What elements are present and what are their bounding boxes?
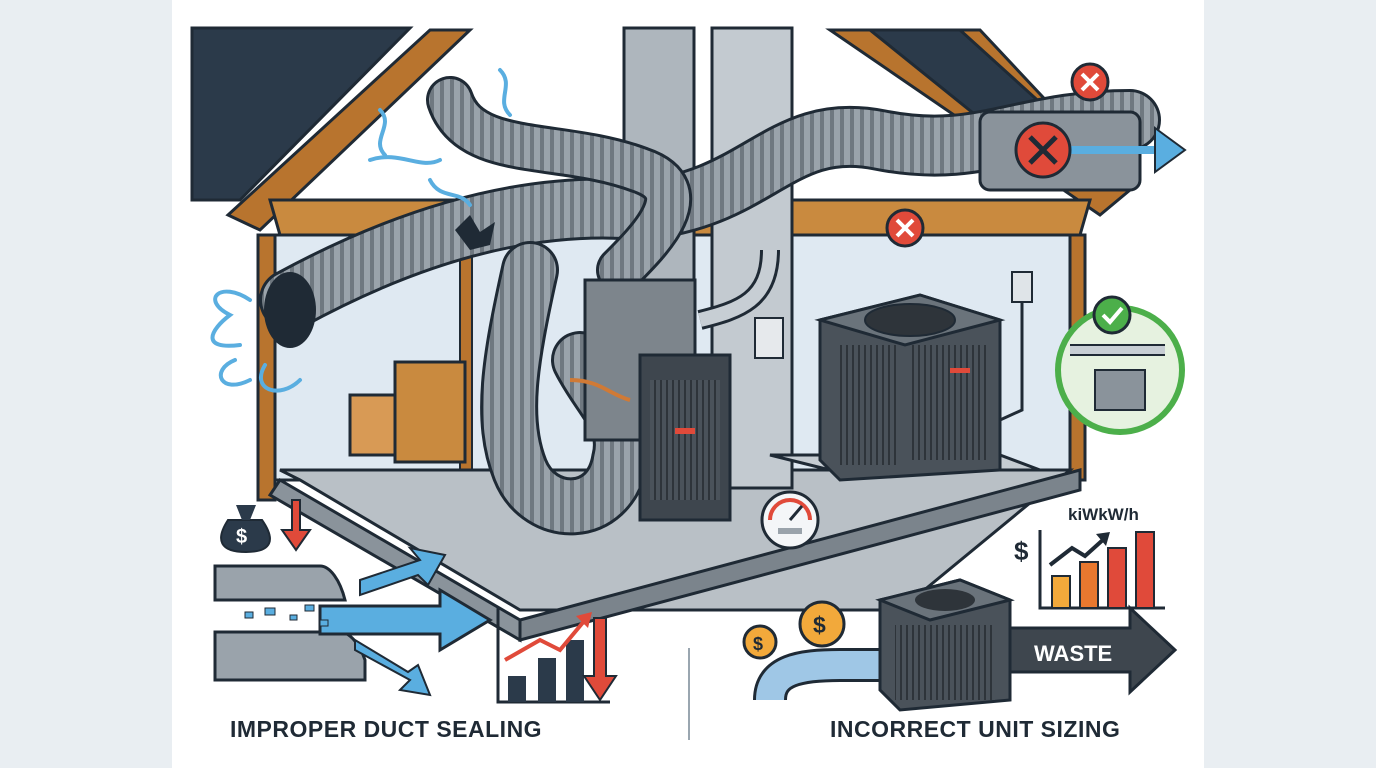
energy-cost-chart-left (496, 608, 618, 704)
storage-boxes (348, 360, 467, 464)
energy-cost-chart-right: kiWkW/h $ (1014, 505, 1165, 610)
furnace (569, 249, 784, 522)
oversized-unit-graphic: WASTE (753, 578, 1178, 712)
air-leak-swirls (210, 68, 512, 393)
pressure-gauge-icon (760, 490, 820, 550)
correct-system-badge (1055, 295, 1185, 435)
money-bag-icon: $ (220, 505, 271, 554)
error-x-icon (885, 208, 925, 248)
down-arrow-icon (280, 499, 312, 552)
duct-tear (455, 215, 495, 250)
broken-duct-graphic (213, 546, 493, 697)
coin-icon: $ (798, 600, 846, 648)
section-divider (688, 648, 690, 740)
ac-unit (769, 271, 1041, 482)
caption-incorrect-unit-sizing: INCORRECT UNIT SIZING (830, 716, 1121, 742)
error-x-icon (1070, 62, 1110, 102)
coin-symbol: $ (813, 612, 826, 638)
coin-symbol: $ (753, 634, 763, 654)
coin-icon: $ (742, 624, 778, 660)
money-bag-symbol: $ (236, 526, 247, 548)
flex-duct-upper (426, 76, 693, 294)
energy-unit-label: kiWkW/h (1068, 505, 1139, 524)
waste-label: WASTE (1034, 641, 1112, 666)
blocked-vent (978, 110, 1187, 192)
duct-opening (264, 272, 316, 348)
check-icon (1092, 295, 1132, 335)
caption-improper-duct-sealing: IMPROPER DUCT SEALING (230, 716, 543, 742)
cost-symbol: $ (1014, 536, 1029, 566)
